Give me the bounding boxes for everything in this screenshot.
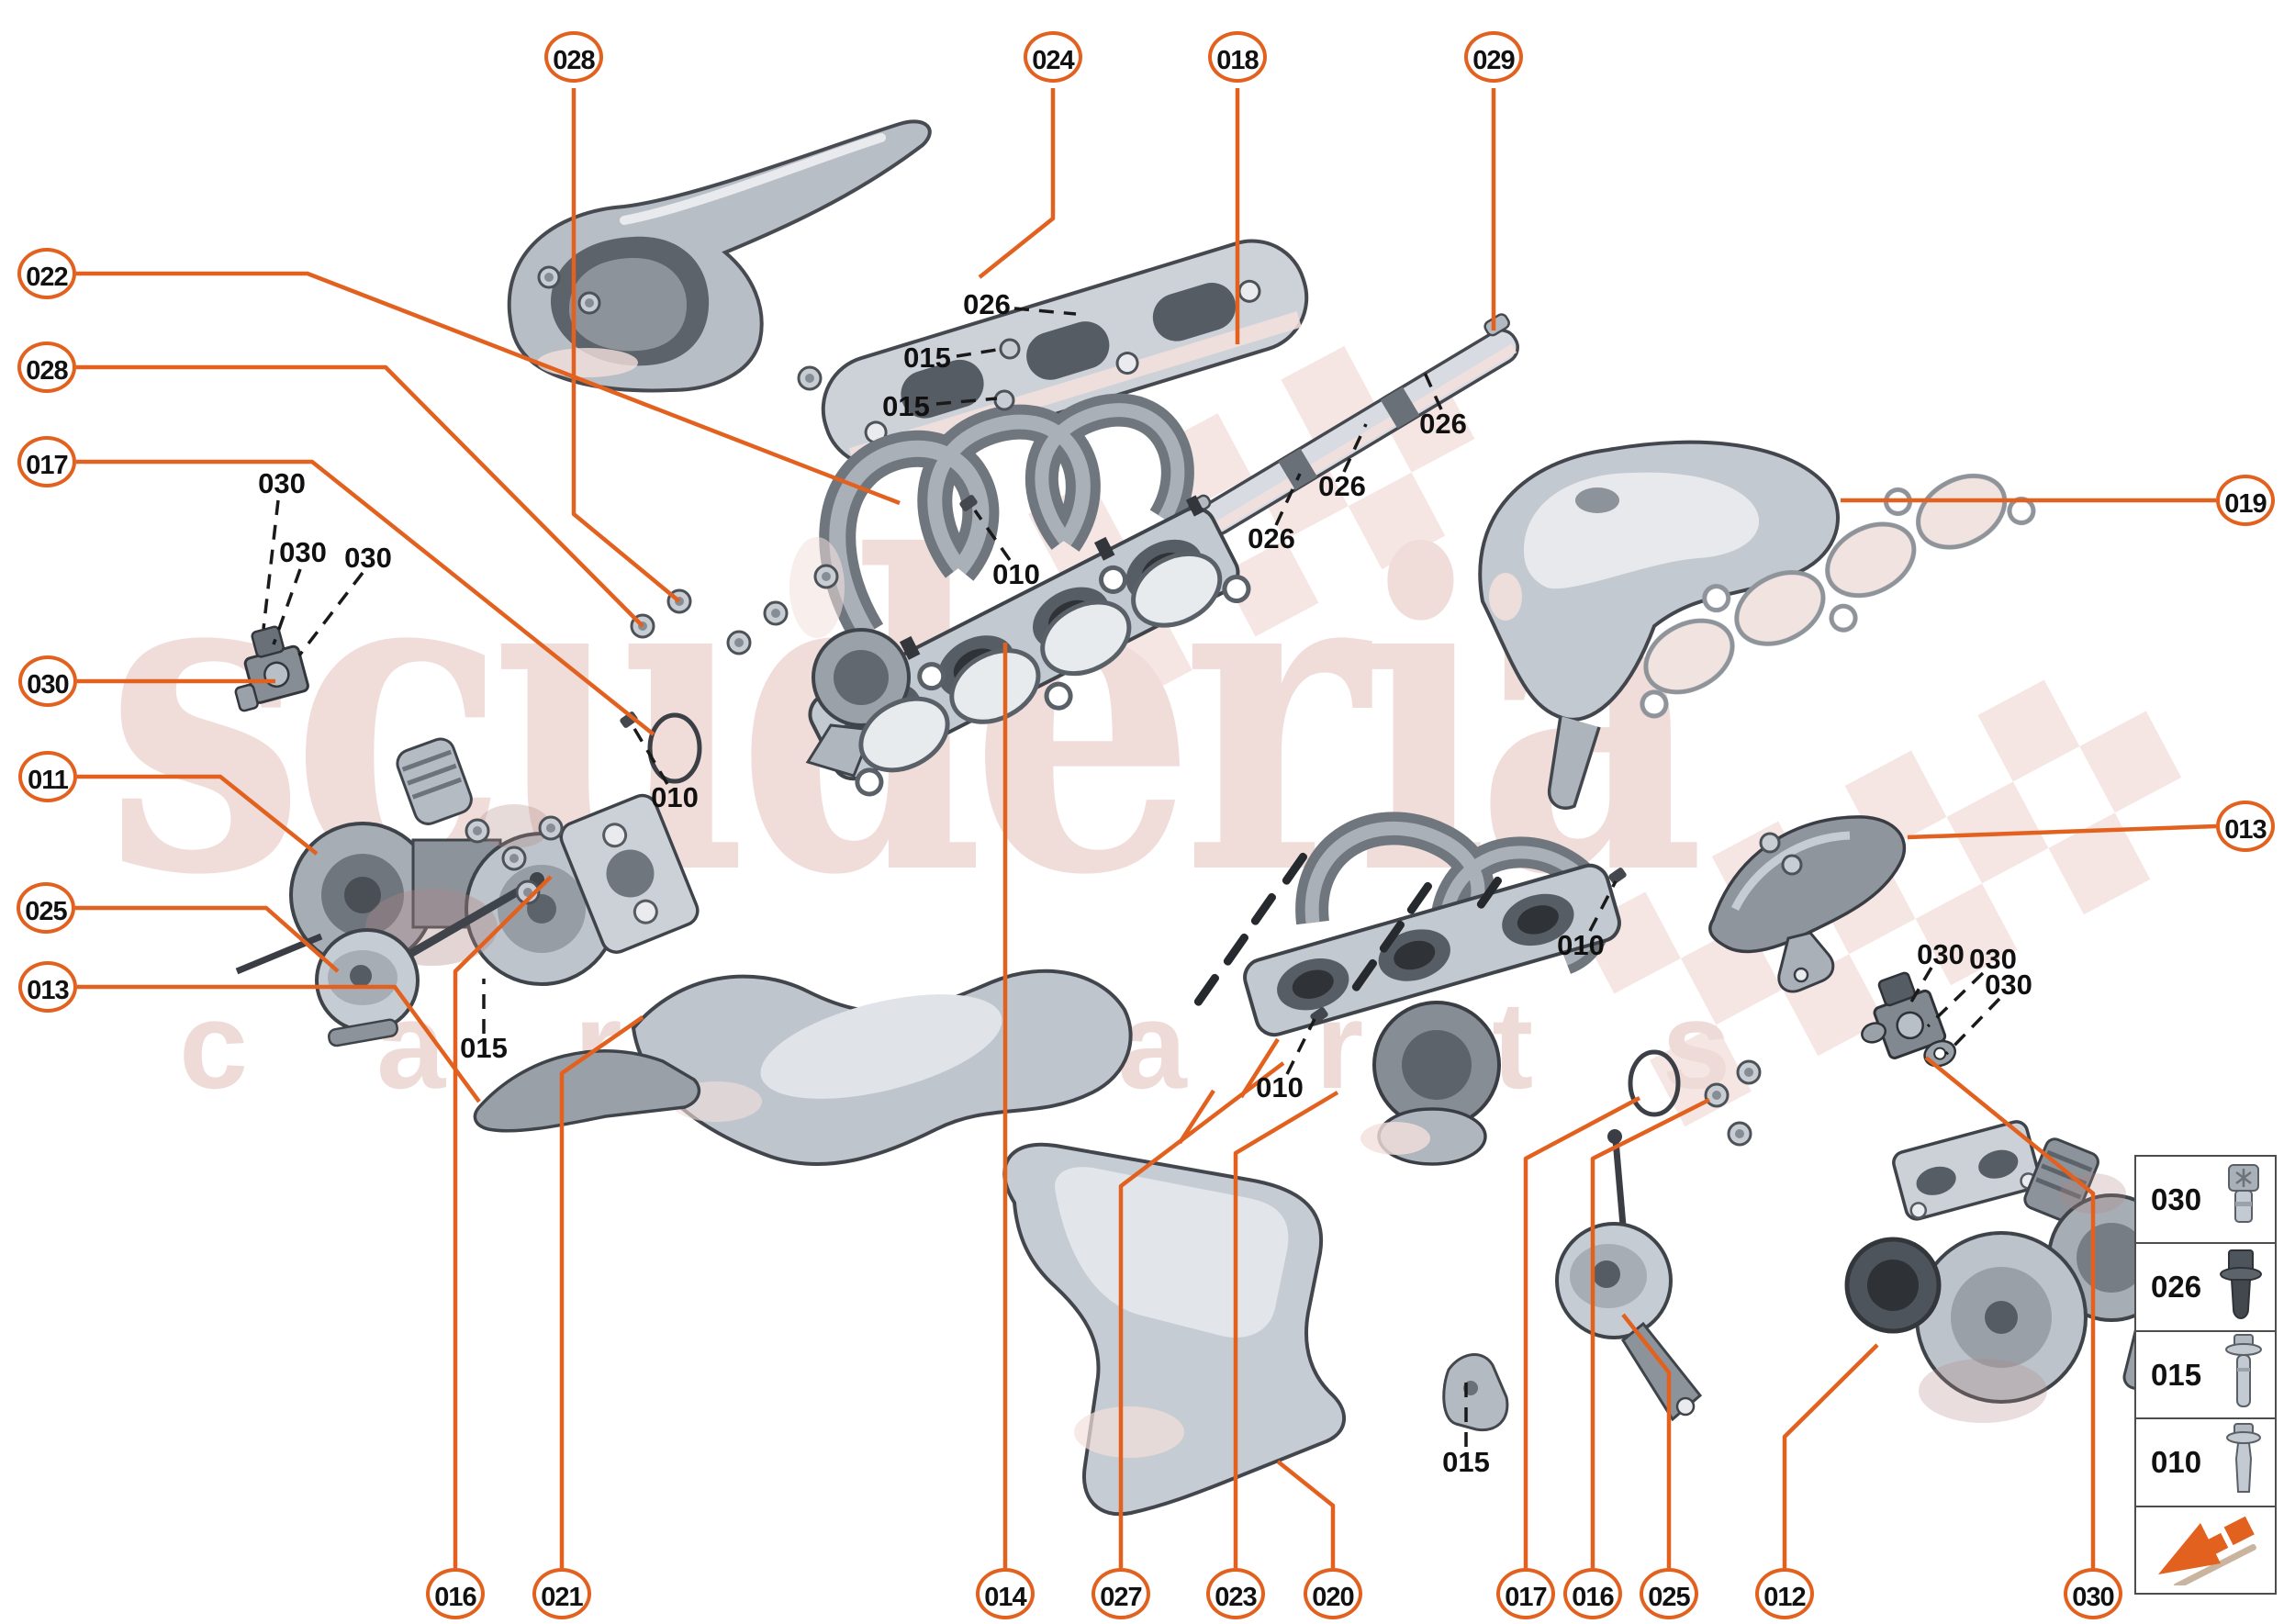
label-010-manifold: 010: [651, 781, 699, 813]
callout-017-bottom[interactable]: 017: [1496, 1568, 1555, 1619]
part-heat-shield-lower-center: [1002, 1142, 1509, 1517]
dashed-pointer-lines: [262, 307, 2001, 1447]
part-gasket-right: [1640, 473, 2036, 719]
callout-025-bottom[interactable]: 025: [1640, 1568, 1698, 1619]
legend-row-026: 026: [2136, 1244, 2275, 1332]
callout-017-left[interactable]: 017: [17, 436, 76, 487]
label-015-bracket: 015: [1442, 1446, 1490, 1478]
callout-014[interactable]: 014: [976, 1568, 1035, 1619]
label-010-center-top: 010: [1557, 929, 1605, 961]
label-030-right-a: 030: [1917, 938, 1965, 970]
label-010-center-low: 010: [1256, 1071, 1304, 1103]
legend-row-015: 015: [2136, 1332, 2275, 1420]
legend-label-010: 010: [2151, 1444, 2202, 1479]
callout-018[interactable]: 018: [1208, 31, 1267, 83]
callout-021[interactable]: 021: [532, 1568, 591, 1619]
legend-label-026: 026: [2151, 1270, 2202, 1305]
part-actuator-right: [1555, 1129, 1703, 1422]
label-015-shield-b: 015: [882, 390, 930, 422]
part-seal-ring-right: [1628, 1049, 1681, 1117]
callout-030-left[interactable]: 030: [18, 655, 77, 707]
label-015-shield-a: 015: [903, 342, 951, 374]
label-030-right-c: 030: [1985, 969, 2032, 1001]
callout-022[interactable]: 022: [17, 248, 76, 299]
label-010-flange: 010: [992, 558, 1040, 590]
label-026-shield: 026: [963, 288, 1011, 320]
part-gasket-left: [855, 551, 1251, 797]
label-030-left-b: 030: [279, 536, 327, 568]
callout-016-bottom-right[interactable]: 016: [1563, 1568, 1622, 1619]
part-nut-set: [465, 265, 1803, 1147]
callout-025-left[interactable]: 025: [17, 882, 75, 934]
label-030-left-c: 030: [344, 542, 392, 574]
long-flange-bolt-icon: [2223, 1333, 2264, 1417]
callout-028-left[interactable]: 028: [17, 342, 76, 393]
callout-024[interactable]: 024: [1024, 31, 1082, 83]
fastener-legend: 030 026 015: [2134, 1155, 2277, 1595]
part-bracket-left: [473, 1049, 701, 1133]
label-026-rail-a: 026: [1419, 408, 1467, 440]
legend-row-030: 030: [2136, 1157, 2275, 1245]
legend-row-010: 010: [2136, 1419, 2275, 1507]
callout-013-left[interactable]: 013: [18, 961, 77, 1013]
legend-logo-cell: [2136, 1507, 2275, 1593]
part-actuator-left: [315, 872, 544, 1047]
legend-label-015: 015: [2151, 1357, 2202, 1392]
part-rail-bracket: [1187, 313, 1519, 536]
callout-027[interactable]: 027: [1092, 1568, 1150, 1619]
part-exhaust-manifold-center: [1243, 812, 1627, 1166]
part-heat-shield-right: [1478, 440, 1840, 810]
part-seal-ring-left: [647, 712, 702, 784]
callout-016-bottom-left[interactable]: 016: [426, 1568, 485, 1619]
callout-023[interactable]: 023: [1206, 1568, 1265, 1619]
orange-arrow-logo: [2153, 1510, 2263, 1590]
label-026-rail-b: 026: [1318, 470, 1366, 502]
socket-head-bolt-icon: [2223, 1161, 2264, 1238]
callout-029[interactable]: 029: [1464, 31, 1523, 83]
callout-020[interactable]: 020: [1304, 1568, 1362, 1619]
leader-lines: [75, 88, 2217, 1568]
part-heat-shield-top-left: [507, 119, 932, 393]
callout-028-top[interactable]: 028: [544, 31, 603, 83]
callout-011[interactable]: 011: [18, 751, 77, 802]
label-030-right-b: 030: [1969, 943, 2017, 975]
callout-012[interactable]: 012: [1755, 1568, 1814, 1619]
label-026-rail-c: 026: [1248, 522, 1295, 554]
label-015-left-shield: 015: [460, 1032, 508, 1064]
callout-019[interactable]: 019: [2216, 475, 2275, 526]
callout-030-bottom[interactable]: 030: [2064, 1568, 2122, 1619]
label-030-left-a: 030: [258, 467, 306, 499]
legend-label-030: 030: [2151, 1182, 2202, 1216]
part-solenoid-valve-left: [234, 625, 309, 712]
callout-013-right[interactable]: 013: [2216, 801, 2275, 852]
stud-bolt-icon: [2223, 1422, 2264, 1502]
part-bracket-right: [1708, 815, 1907, 993]
dark-flange-bolt-icon: [2218, 1249, 2264, 1327]
part-solenoid-valve-right: [1861, 971, 1956, 1068]
part-stud-set: [1193, 852, 1502, 1006]
